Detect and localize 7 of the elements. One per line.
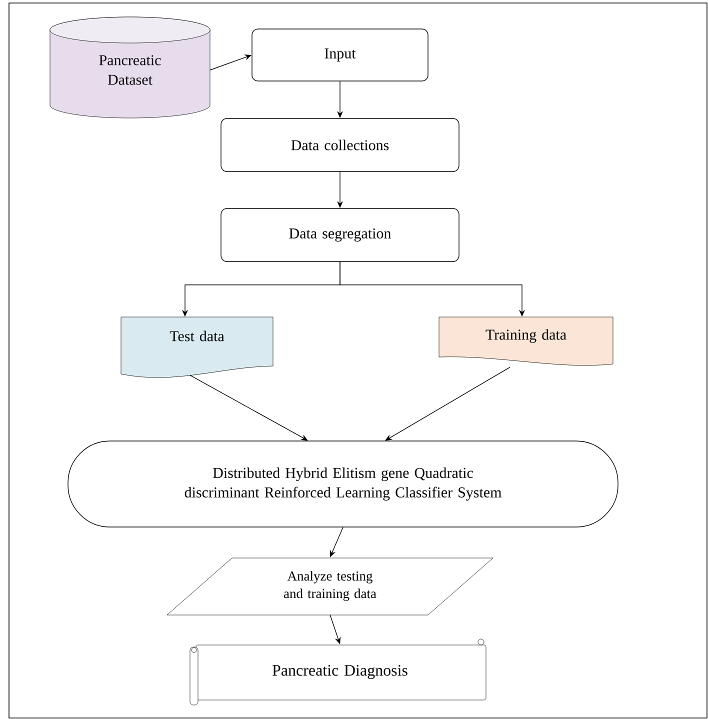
arrow <box>190 374 308 441</box>
arrow <box>385 366 510 441</box>
database-cylinder: Pancreatic Dataset <box>50 16 210 118</box>
process-box: Data collections <box>220 118 460 172</box>
data-parallelogram: Analyze testing and training data <box>166 558 494 616</box>
process-box: Data segregation <box>220 208 460 262</box>
process-box: Input <box>252 28 428 82</box>
